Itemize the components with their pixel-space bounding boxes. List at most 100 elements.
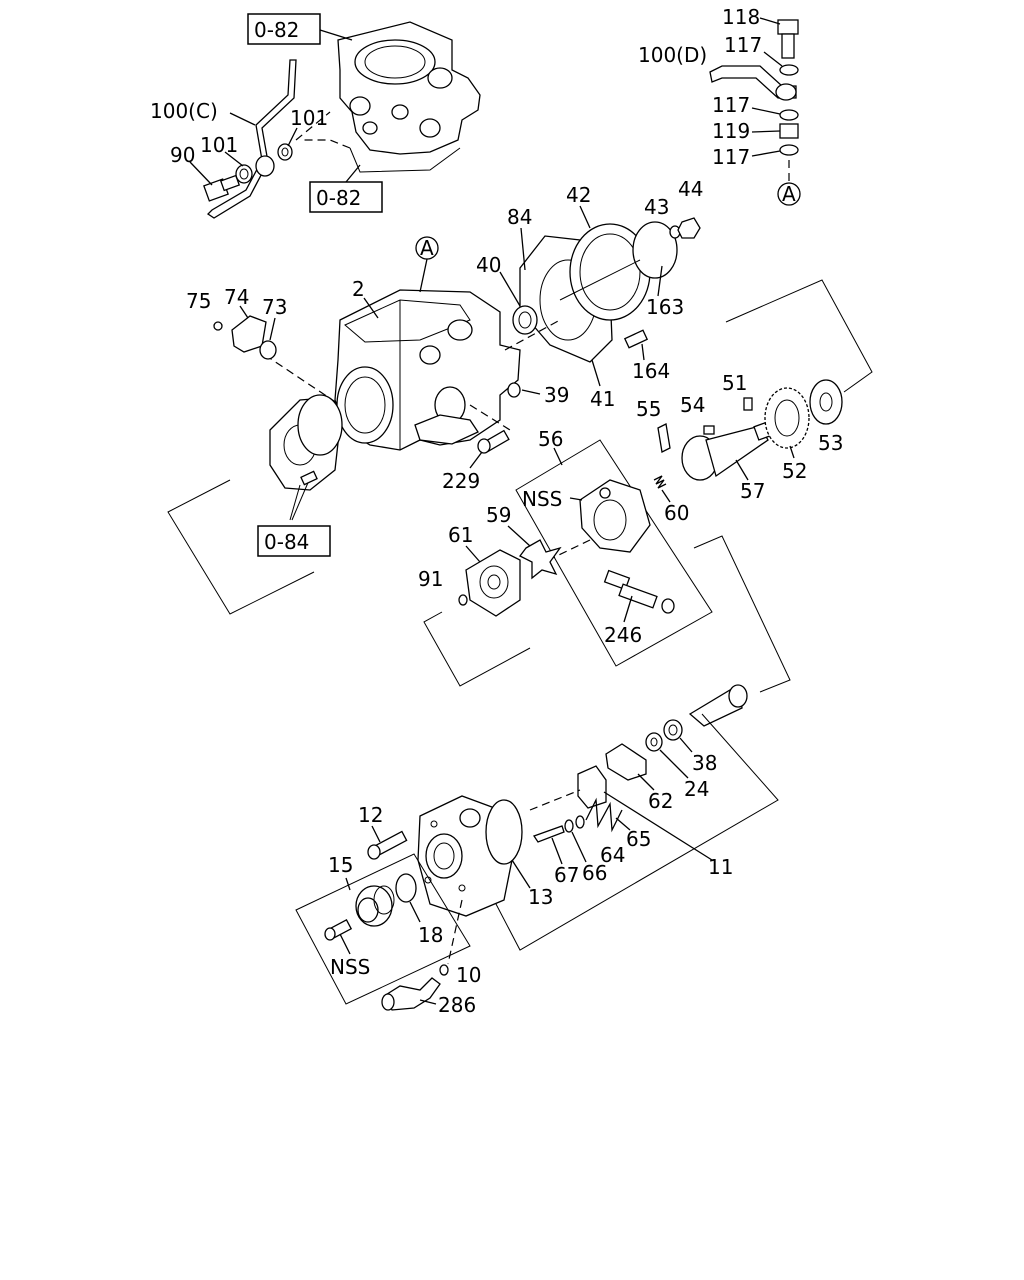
shaft-lower	[688, 684, 748, 727]
bracket-left	[167, 479, 315, 615]
oring-18	[395, 873, 417, 903]
part-117a-label: 117	[724, 33, 762, 57]
washer-117b	[779, 109, 799, 121]
part-229-label: 229	[442, 469, 480, 493]
bracket-91	[423, 611, 531, 687]
bolt-118	[777, 19, 799, 59]
part-62-label: 62	[648, 789, 673, 813]
hydraulic-head	[417, 795, 523, 917]
ref-082-mid-label: 0-82	[316, 186, 361, 210]
bracket-15	[295, 853, 471, 1005]
top-housing-assembly	[300, 21, 481, 173]
pipe-100d-label: 100(D)	[638, 43, 707, 67]
washer-117a	[779, 64, 799, 76]
bolt-12	[367, 830, 408, 860]
part-10-label: 10	[456, 963, 481, 987]
part-13-label: 13	[528, 885, 553, 909]
part-64-label: 64	[600, 843, 625, 867]
gear-42	[569, 221, 678, 321]
part-67-label: 67	[554, 863, 579, 887]
screws-084	[289, 470, 318, 521]
bracket-11	[495, 713, 779, 951]
part-119-label: 119	[712, 119, 750, 143]
nut-39	[507, 382, 521, 398]
spring-65	[585, 797, 623, 833]
part-56-label: 56	[538, 427, 563, 451]
governor-weights	[579, 479, 651, 553]
washer-91	[458, 594, 468, 606]
part-91-label: 91	[418, 567, 443, 591]
washer-64	[575, 815, 585, 829]
part-43-label: 43	[644, 195, 669, 219]
pump-body-2	[334, 289, 521, 451]
governor-box-56	[515, 439, 713, 667]
oring-73	[259, 340, 277, 360]
ref-circle-a-right	[777, 182, 801, 206]
part-57-label: 57	[740, 479, 765, 503]
part-18-label: 18	[418, 923, 443, 947]
part-38-label: 38	[692, 751, 717, 775]
plate-62	[605, 743, 647, 781]
bolt-164	[623, 329, 649, 349]
flange-left	[269, 394, 343, 491]
pins-246	[603, 569, 675, 614]
washer-24	[645, 732, 663, 752]
bolt-90	[203, 174, 241, 202]
part-44-label: 44	[678, 177, 703, 201]
part-66-label: 66	[582, 861, 607, 885]
part-286-label: 286	[438, 993, 476, 1017]
ref-084-label: 0-84	[264, 530, 309, 554]
part-246-label: 246	[604, 623, 642, 647]
part-11-label: 11	[708, 855, 733, 879]
part-42-label: 42	[566, 183, 591, 207]
part-15-label: 15	[328, 853, 353, 877]
bolt-nss	[324, 919, 353, 941]
bracket-right	[725, 279, 873, 393]
part-24-label: 24	[684, 777, 709, 801]
part-74-label: 74	[224, 285, 249, 309]
screw-75	[213, 321, 223, 331]
washer-101b	[277, 143, 293, 161]
key-51	[743, 397, 753, 411]
plug-15	[355, 885, 395, 927]
ref-box-082-top	[247, 13, 321, 45]
ref-box-084	[257, 525, 331, 557]
spring-60	[653, 475, 667, 489]
ref-box-082-mid	[309, 181, 383, 213]
part-73-label: 73	[262, 295, 287, 319]
part-101a-label: 101	[200, 133, 238, 157]
part-117b-label: 117	[712, 93, 750, 117]
part-163-label: 163	[646, 295, 684, 319]
part-41-label: 41	[590, 387, 615, 411]
part-75-label: 75	[186, 289, 211, 313]
part-84-label: 84	[507, 205, 532, 229]
pipe-100d	[709, 65, 797, 101]
star-59	[519, 539, 562, 580]
pipe-100c-label: 100(C)	[150, 99, 218, 123]
washer-66	[564, 819, 574, 833]
part-2-label: 2	[352, 277, 365, 301]
part-12-label: 12	[358, 803, 383, 827]
washer-53	[809, 379, 843, 425]
fitting-286	[381, 977, 441, 1011]
part-40-label: 40	[476, 253, 501, 277]
part-119	[779, 123, 799, 139]
washer-10	[439, 964, 449, 976]
part-60-label: 60	[664, 501, 689, 525]
nss-label-1: NSS	[522, 487, 562, 511]
banjo-fitting	[255, 155, 275, 177]
shaft-57	[681, 421, 773, 481]
part-51-label: 51	[722, 371, 747, 395]
key-54	[703, 425, 715, 435]
part-61-label: 61	[448, 523, 473, 547]
pin-67	[532, 825, 565, 843]
part-117c-label: 117	[712, 145, 750, 169]
holder-61	[465, 549, 521, 617]
part-39-label: 39	[544, 383, 569, 407]
part-59-label: 59	[486, 503, 511, 527]
washer-101a	[235, 164, 253, 184]
gear-52	[764, 387, 810, 449]
part-53-label: 53	[818, 431, 843, 455]
